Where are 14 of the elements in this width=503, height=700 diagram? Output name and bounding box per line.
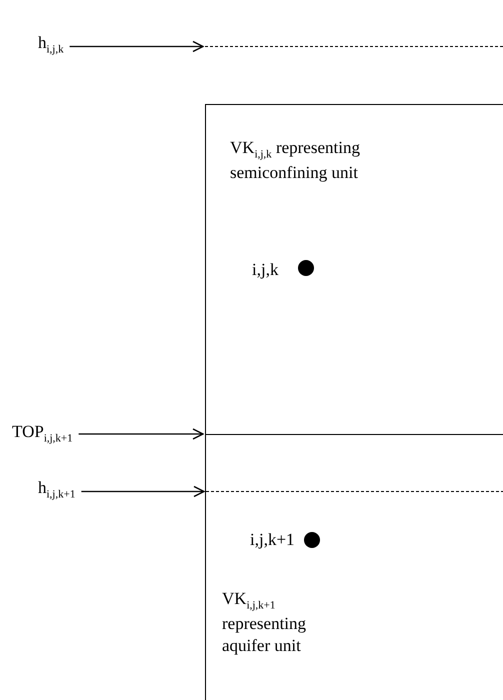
- cell-box: [205, 104, 503, 435]
- cell-description: VK$_{i,j,k+1}$ representing aquifer unit: [222, 588, 308, 657]
- cell-box: [205, 434, 503, 700]
- leader-arrow: [70, 40, 204, 52]
- water-level-line: [205, 46, 503, 47]
- level-label: TOP$_{i,j,k+1}$: [12, 422, 73, 446]
- leader-arrow: [78, 428, 204, 440]
- level-label: h$_{i,j,k+1}$: [38, 478, 76, 502]
- node-label: i,j,k+1: [250, 529, 295, 551]
- node-label: i,j,k: [252, 259, 278, 281]
- leader-arrow: [81, 486, 205, 498]
- water-level-line: [206, 491, 503, 492]
- level-label: h$_{i,j,k}$: [38, 33, 64, 57]
- cell-description: VK$_{i,j,k}$ representing semiconfining unit: [230, 137, 361, 184]
